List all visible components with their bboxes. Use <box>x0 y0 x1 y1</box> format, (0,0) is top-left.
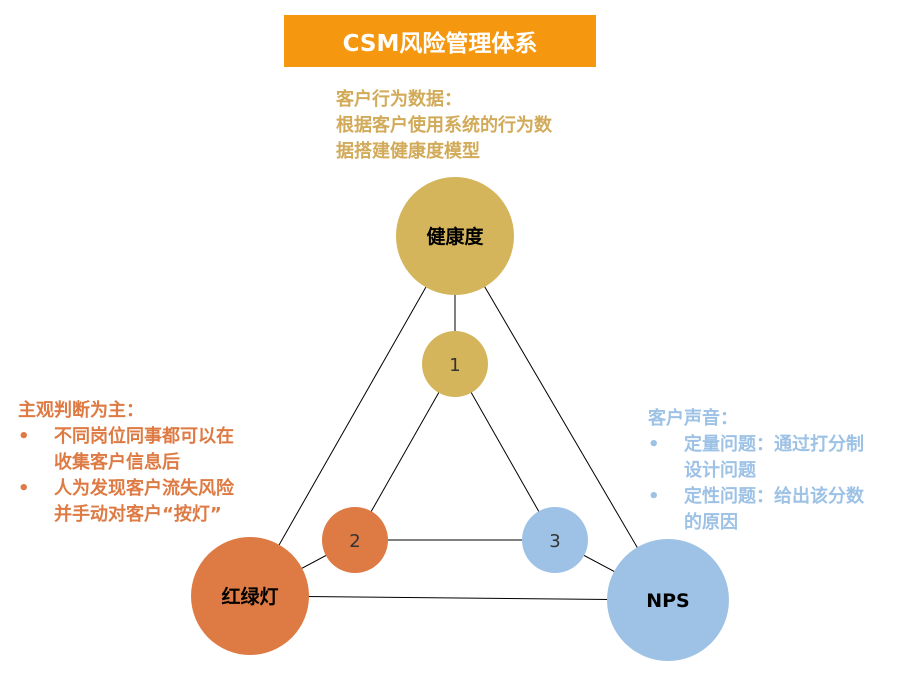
node-health: 健康度 <box>396 177 514 295</box>
bullet-line: 并手动对客户“按灯” <box>54 504 222 525</box>
node-nps: NPS <box>607 539 729 661</box>
edge-health-redlight <box>249 235 456 597</box>
redlight-description-heading: 主观判断为主： <box>18 400 144 421</box>
health-description-heading: 客户行为数据： <box>336 89 462 110</box>
bullet-line: 的原因 <box>684 512 738 533</box>
bullet-line: 设计问题 <box>684 460 756 481</box>
node-2: 2 <box>322 507 388 573</box>
bullet-dot: • <box>18 478 30 499</box>
edge-health-nps <box>454 235 669 601</box>
node-health-label: 健康度 <box>426 225 484 248</box>
node-1-label: 1 <box>449 355 460 376</box>
redlight-bullet-item: • 不同岗位同事都可以在 收集客户信息后 <box>18 424 234 476</box>
nps-bullet-item: • 定量问题：通过打分制 设计问题 <box>648 432 864 484</box>
node-redlight-label: 红绿灯 <box>221 585 278 608</box>
node-2-label: 2 <box>349 531 360 552</box>
redlight-bullet-item: • 人为发现客户流失风险 并手动对客户“按灯” <box>18 476 234 528</box>
nps-description-heading: 客户声音： <box>648 408 738 429</box>
nps-bullet-item: • 定性问题：给出该分数 的原因 <box>648 484 864 536</box>
diagram-title: CSM风险管理体系 <box>284 15 596 67</box>
health-description: 客户行为数据： 根据客户使用系统的行为数 据搭建健康度模型 <box>336 87 552 165</box>
bullet-dot: • <box>648 486 660 507</box>
redlight-description: 主观判断为主： • 不同岗位同事都可以在 收集客户信息后 • 人为发现客户流失风… <box>18 398 234 528</box>
bullet-line: 定性问题：给出该分数 <box>684 486 864 507</box>
bullet-line: 收集客户信息后 <box>54 452 180 473</box>
health-description-line: 据搭建健康度模型 <box>336 141 480 162</box>
edge-redlight-nps <box>249 595 669 601</box>
node-3-label: 3 <box>549 531 560 552</box>
bullet-line: 人为发现客户流失风险 <box>54 478 234 499</box>
bullet-line: 定量问题：通过打分制 <box>684 434 864 455</box>
node-redlight: 红绿灯 <box>191 537 309 655</box>
node-3: 3 <box>522 507 588 573</box>
node-1: 1 <box>422 331 488 397</box>
edge-1-2 <box>354 363 456 541</box>
health-description-line: 根据客户使用系统的行为数 <box>336 115 552 136</box>
bullet-line: 不同岗位同事都可以在 <box>54 426 234 447</box>
bullet-dot: • <box>648 434 660 455</box>
bullet-dot: • <box>18 426 30 447</box>
nps-description: 客户声音： • 定量问题：通过打分制 设计问题 • 定性问题：给出该分数 的原因 <box>648 406 864 536</box>
edge-1-3 <box>454 363 556 541</box>
node-nps-label: NPS <box>646 590 690 612</box>
